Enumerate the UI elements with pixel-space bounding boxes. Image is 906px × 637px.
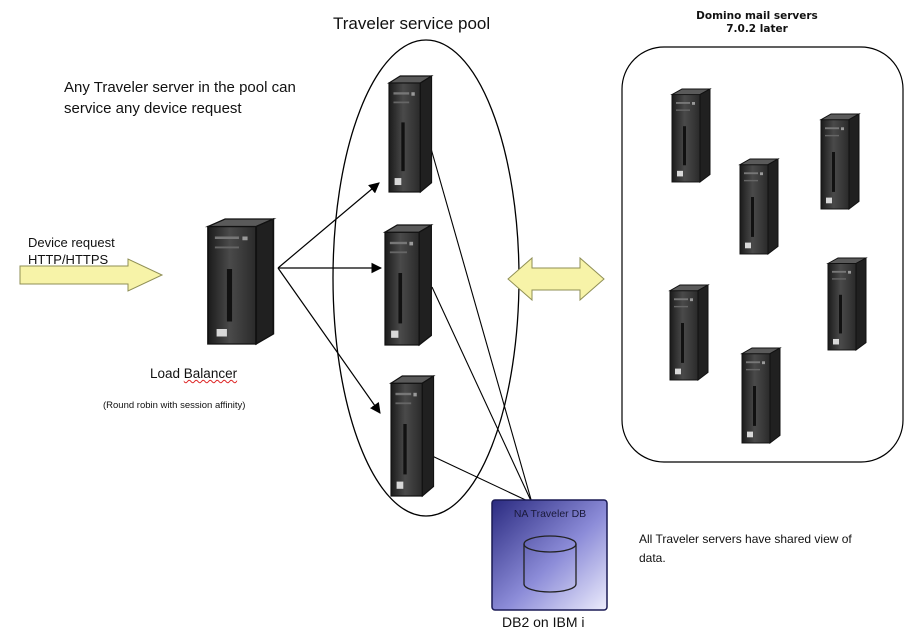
load-balancer-word: Balancer [183, 366, 238, 381]
domino-servers-box [621, 46, 904, 463]
device-request-arrow [19, 258, 164, 292]
traveler-server-bottom-icon [390, 375, 435, 497]
route-arrow-top [277, 182, 380, 269]
route-arrow-bottom [277, 267, 381, 414]
database-cylinder-icon [523, 535, 577, 593]
domino-title: Domino mail servers 7.0.2 later [682, 10, 832, 36]
domino-title-line2: 7.0.2 later [726, 23, 788, 35]
device-request-line2: HTTP/HTTPS [28, 252, 109, 267]
db-link-middle [431, 286, 533, 504]
domino-server-6-icon [741, 347, 781, 444]
load-balancer-prefix: Load [150, 366, 184, 381]
load-balancer-server-icon [207, 218, 275, 345]
sync-double-arrow [507, 256, 605, 302]
traveler-db-box [491, 499, 608, 611]
traveler-server-top-icon [388, 75, 433, 193]
domino-server-2-icon [820, 113, 860, 210]
domino-title-line1: Domino mail servers [696, 10, 818, 22]
db-title: NA Traveler DB [513, 508, 587, 520]
traveler-server-middle-icon [384, 224, 432, 346]
domino-server-1-icon [671, 88, 711, 183]
device-request-line1: Device request [28, 235, 115, 250]
device-request-label: Device request HTTP/HTTPS [28, 234, 115, 268]
pool-title: Traveler service pool [333, 14, 491, 33]
domino-server-5-icon [827, 257, 867, 351]
shared-view-note: All Traveler servers have shared view of… [639, 532, 852, 565]
load-balancer-label: Load Balancer [150, 366, 237, 381]
any-server-note: Any Traveler server in the pool can serv… [64, 79, 296, 117]
domino-server-4-icon [669, 284, 709, 381]
domino-server-3-icon [739, 158, 779, 255]
db-link-bottom [429, 454, 533, 504]
db2-label: DB2 on IBM i [502, 614, 585, 630]
db-link-top [429, 144, 533, 504]
round-robin-note: (Round robin with session affinity) [103, 400, 246, 411]
